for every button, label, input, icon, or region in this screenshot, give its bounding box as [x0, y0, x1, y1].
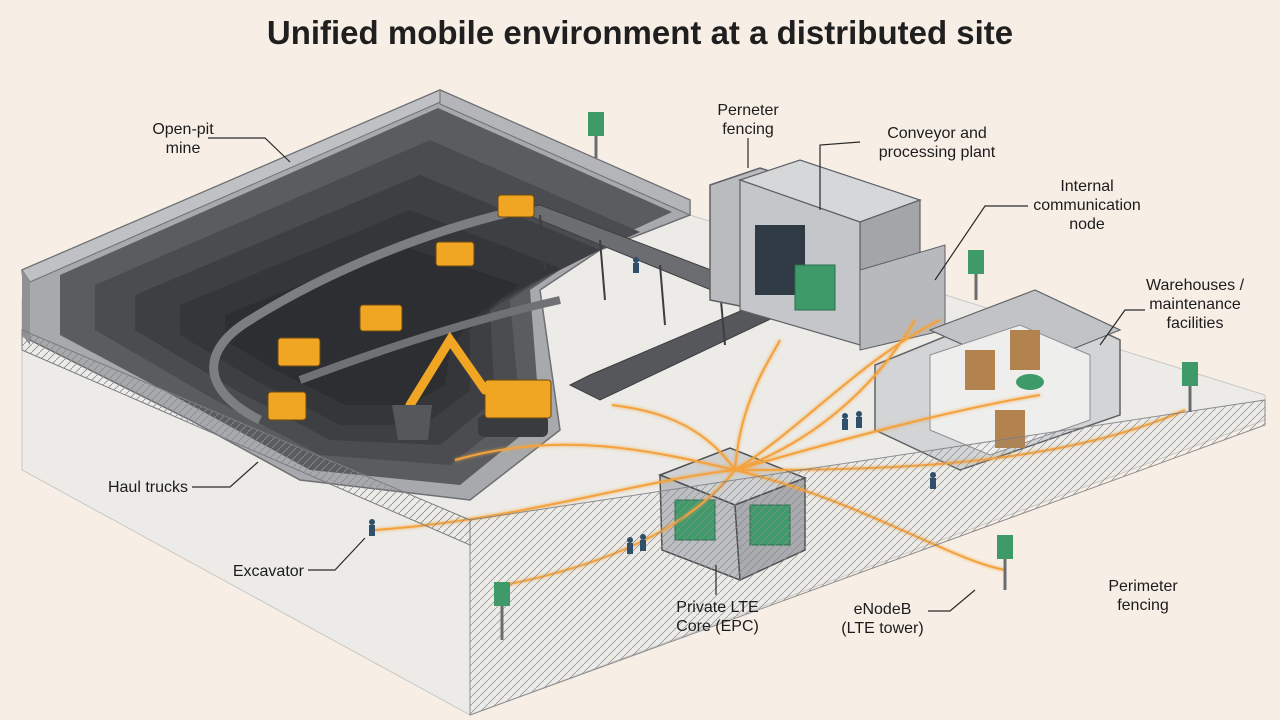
perimeter-fence-right: [469, 399, 1266, 716]
warehouse: [874, 289, 1122, 471]
haul-truck-4: [277, 337, 321, 367]
haul-truck-5: [267, 391, 307, 421]
workers: [369, 257, 936, 554]
label-lte-core: Private LTE Core (EPC): [676, 599, 759, 635]
label-internal-node: Internal communication node: [1033, 178, 1141, 233]
label-excavator: Excavator: [232, 563, 304, 580]
lte-tower-top: [588, 112, 604, 158]
processing-plant: [709, 159, 946, 351]
label-conveyor-plant: Conveyor and processing plant: [878, 125, 996, 161]
label-perimeter-fencing-top: Perneter fencing: [717, 102, 779, 138]
label-warehouses: Warehouses / maintenance facilities: [1145, 277, 1245, 332]
excavator: [392, 331, 552, 440]
haul-truck-3: [359, 304, 403, 332]
lte-tower-mid: [968, 250, 984, 300]
label-enodeb: eNodeB (LTE tower): [841, 601, 924, 637]
label-open-pit-mine: Open-pit mine: [152, 121, 214, 157]
lte-tower-bottom-left: [494, 582, 510, 640]
lte-tower-right: [1182, 362, 1198, 412]
lte-tower-bottom: [997, 535, 1013, 590]
page-title: Unified mobile environment at a distribu…: [266, 14, 1014, 51]
leader-lines: [192, 137, 1145, 612]
label-perimeter-fencing-bottom: Perimeter fencing: [1108, 578, 1178, 614]
label-haul-trucks: Haul trucks: [107, 479, 188, 496]
haul-truck-1: [497, 194, 535, 218]
haul-truck-2: [435, 241, 475, 267]
